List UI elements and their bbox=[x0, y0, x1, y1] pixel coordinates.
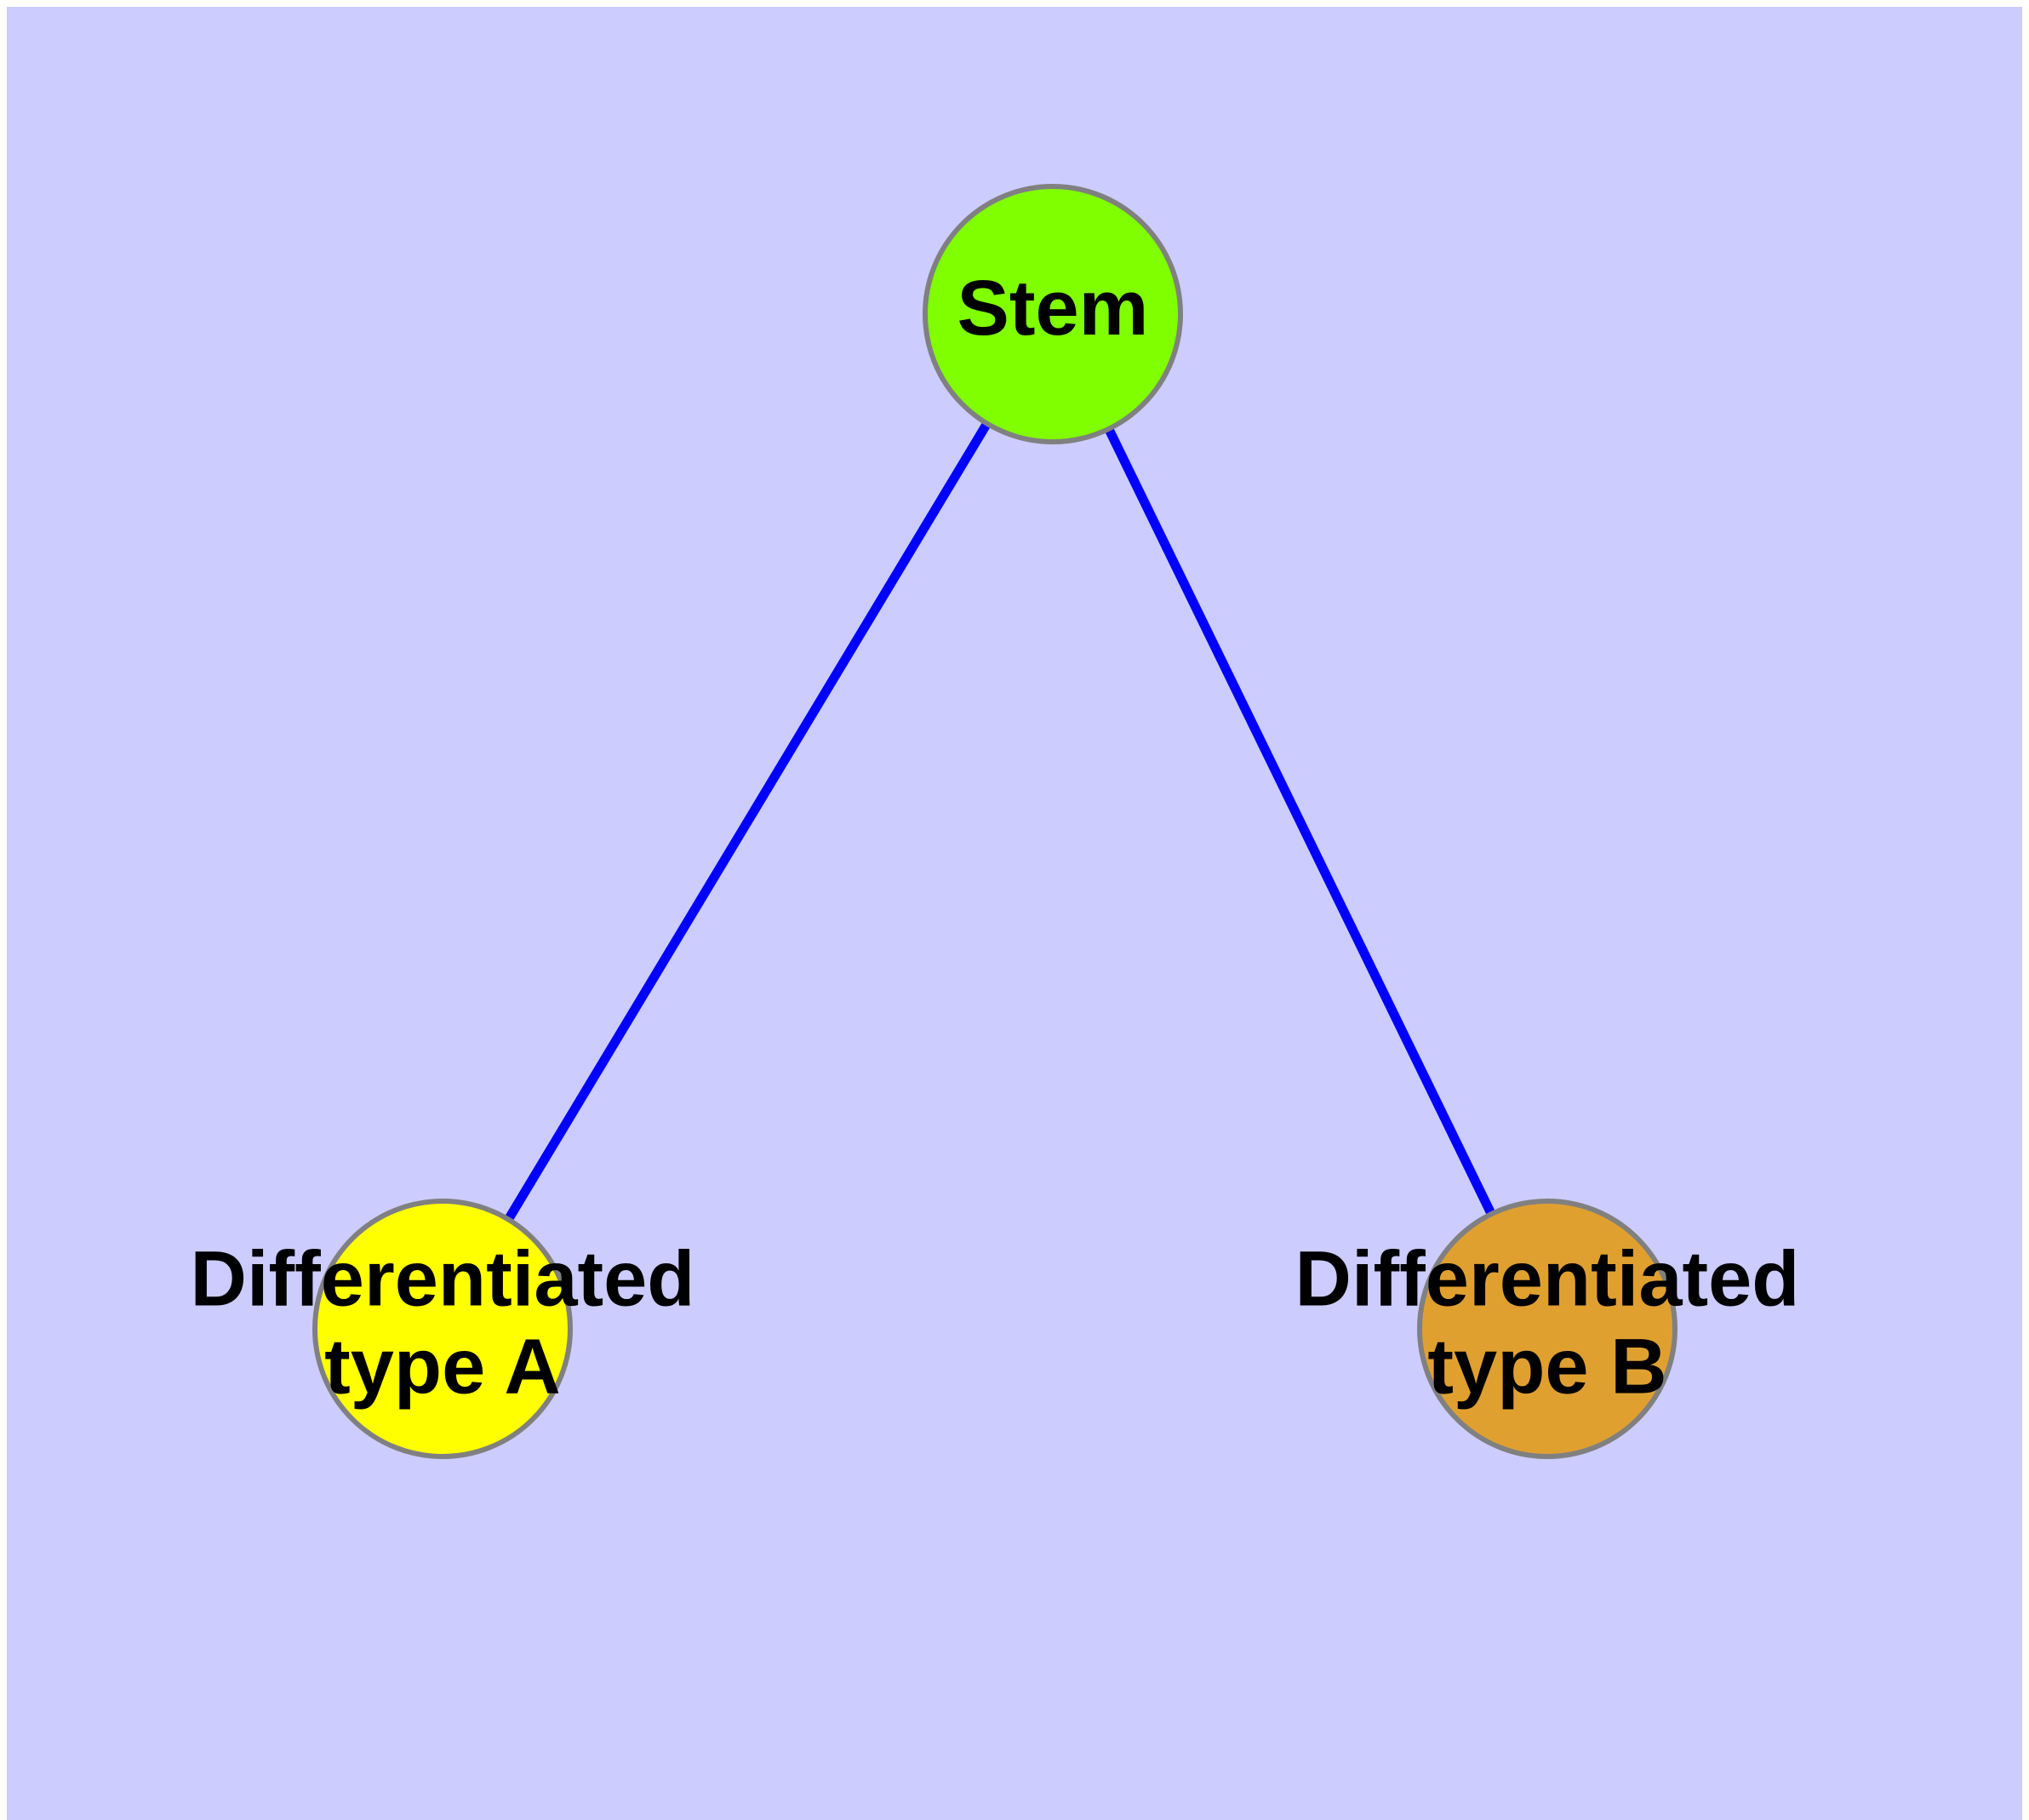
node-label-line: Differentiated bbox=[1295, 1236, 1800, 1323]
node-label-line: type B bbox=[1427, 1324, 1666, 1411]
edge-layer bbox=[503, 419, 1497, 1224]
node-circle-stem[interactable] bbox=[923, 184, 1183, 444]
node-circle-diff_a[interactable] bbox=[312, 1199, 573, 1459]
node-label-stem: Stem bbox=[957, 265, 1149, 352]
node-label-line: type A bbox=[324, 1324, 561, 1411]
graph-edge bbox=[503, 419, 992, 1224]
node-circle-diff_b[interactable] bbox=[1417, 1199, 1677, 1459]
graph-node-stem[interactable]: Stem bbox=[923, 184, 1183, 444]
node-label-line: Stem bbox=[957, 265, 1149, 352]
graph-edge bbox=[1103, 425, 1497, 1218]
node-label-line: Differentiated bbox=[191, 1236, 695, 1323]
